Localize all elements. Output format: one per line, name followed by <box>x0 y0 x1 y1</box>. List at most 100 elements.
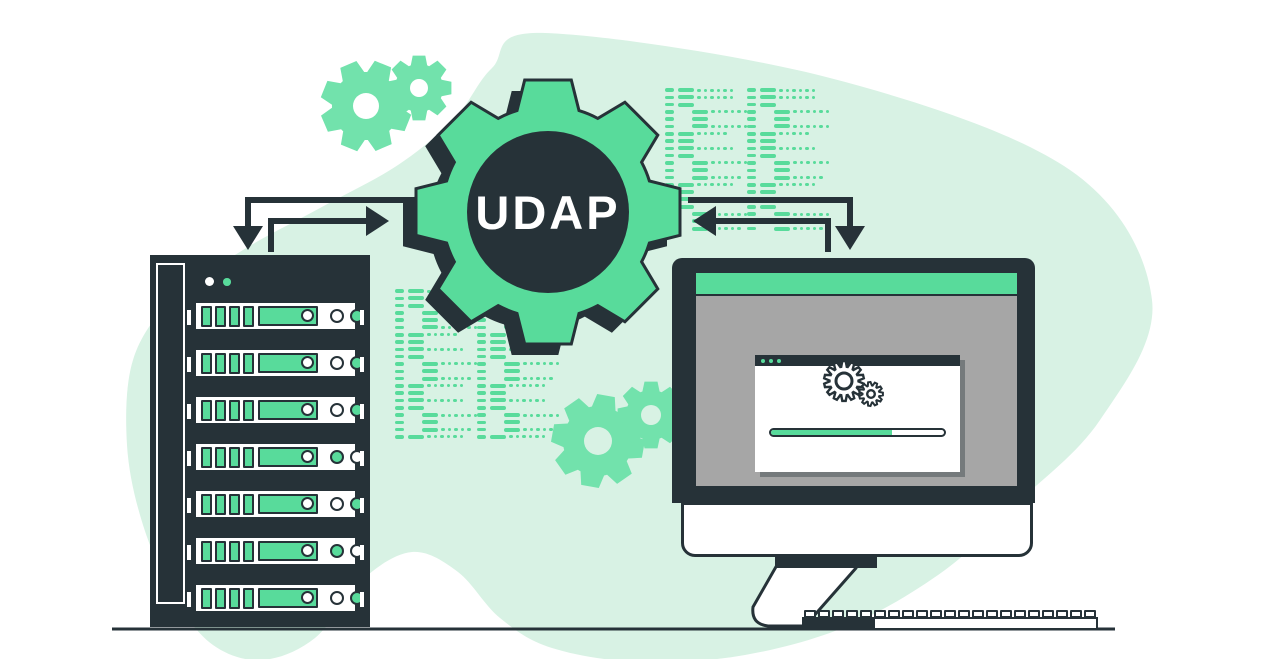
unit-led <box>330 403 344 417</box>
code-row <box>395 303 477 308</box>
code-row <box>395 347 477 352</box>
window-dot <box>777 358 781 363</box>
code-row <box>477 405 559 410</box>
monitor-stand <box>751 556 877 628</box>
loading-gears <box>822 359 884 408</box>
code-row <box>395 434 477 439</box>
code-row <box>747 226 829 231</box>
code-row <box>747 168 829 173</box>
code-row <box>747 117 829 122</box>
server-unit <box>187 488 364 520</box>
unit-led <box>330 544 344 558</box>
window-dot <box>761 358 765 363</box>
udap-gear: UDAP <box>403 78 682 355</box>
code-pattern <box>665 88 747 234</box>
gear-hole <box>866 389 877 400</box>
code-row <box>747 95 829 100</box>
arrow-heads <box>233 206 865 250</box>
arrowhead-right-icon <box>366 206 389 236</box>
code-row <box>395 405 477 410</box>
gear-hole <box>584 427 612 455</box>
unit-led <box>330 356 344 370</box>
server-unit <box>187 300 364 332</box>
code-row <box>395 369 477 374</box>
monitor-chin <box>681 502 1033 557</box>
code-row <box>665 117 747 122</box>
code-pattern <box>395 289 477 442</box>
code-row <box>747 146 829 151</box>
code-row <box>395 383 477 388</box>
rack-indicator-dot <box>205 277 214 286</box>
code-row <box>395 332 477 337</box>
code-row <box>477 427 559 432</box>
code-row <box>395 398 477 403</box>
decorative-gears-top-left <box>320 55 452 152</box>
unit-display <box>258 306 318 326</box>
code-row <box>477 354 559 359</box>
unit-display <box>258 541 318 561</box>
code-row <box>477 369 559 374</box>
progress-fill <box>771 430 893 435</box>
code-row <box>665 88 747 92</box>
code-row <box>665 109 747 114</box>
code-pattern <box>747 88 829 234</box>
stand-top <box>775 556 877 568</box>
code-row <box>477 376 559 381</box>
code-row <box>477 413 559 418</box>
code-row <box>747 153 829 158</box>
decorative-gears-bottom-center <box>551 381 685 488</box>
code-row <box>477 391 559 396</box>
code-row <box>665 153 747 158</box>
unit-led <box>330 497 344 511</box>
code-row <box>747 160 829 165</box>
code-row <box>747 109 829 114</box>
window-titlebar <box>755 355 960 366</box>
arrow-gear-to-monitor <box>688 197 853 226</box>
arrowhead-left-icon <box>693 206 716 236</box>
arrow-server-to-gear <box>268 218 366 252</box>
code-row <box>665 131 747 136</box>
code-row <box>395 361 477 366</box>
arrowhead-down-icon <box>835 226 865 250</box>
unit-led <box>330 591 344 605</box>
code-row <box>395 340 477 345</box>
code-row <box>747 131 829 136</box>
code-row <box>395 318 477 323</box>
code-row <box>747 124 829 129</box>
unit-display <box>258 494 318 514</box>
code-row <box>665 168 747 173</box>
code-row <box>747 139 829 144</box>
server-unit <box>187 347 364 379</box>
code-row <box>395 427 477 432</box>
window-dot <box>769 358 773 363</box>
code-row <box>747 88 829 92</box>
code-row <box>665 146 747 151</box>
unit-display <box>258 447 318 467</box>
code-row <box>395 413 477 418</box>
code-row <box>395 420 477 425</box>
code-row <box>747 190 829 195</box>
code-row <box>395 391 477 396</box>
code-row <box>477 361 559 366</box>
keyboard-base <box>802 617 1098 630</box>
code-row <box>477 434 559 439</box>
udap-label: UDAP <box>475 186 620 239</box>
arrowhead-down-icon <box>233 226 263 250</box>
code-row <box>665 124 747 129</box>
data-flow-arrows <box>245 197 853 252</box>
stand-body <box>751 556 858 628</box>
server-unit <box>187 394 364 426</box>
code-row <box>665 95 747 100</box>
code-row <box>665 102 747 107</box>
gear-hole <box>410 79 428 97</box>
server-unit <box>187 441 364 473</box>
unit-display <box>258 353 318 373</box>
gear-center <box>467 131 629 293</box>
code-row <box>747 102 829 107</box>
server-unit <box>187 582 364 614</box>
code-row <box>665 139 747 144</box>
screen-header-bar <box>696 273 1017 294</box>
code-row <box>395 376 477 381</box>
unit-led <box>330 309 344 323</box>
